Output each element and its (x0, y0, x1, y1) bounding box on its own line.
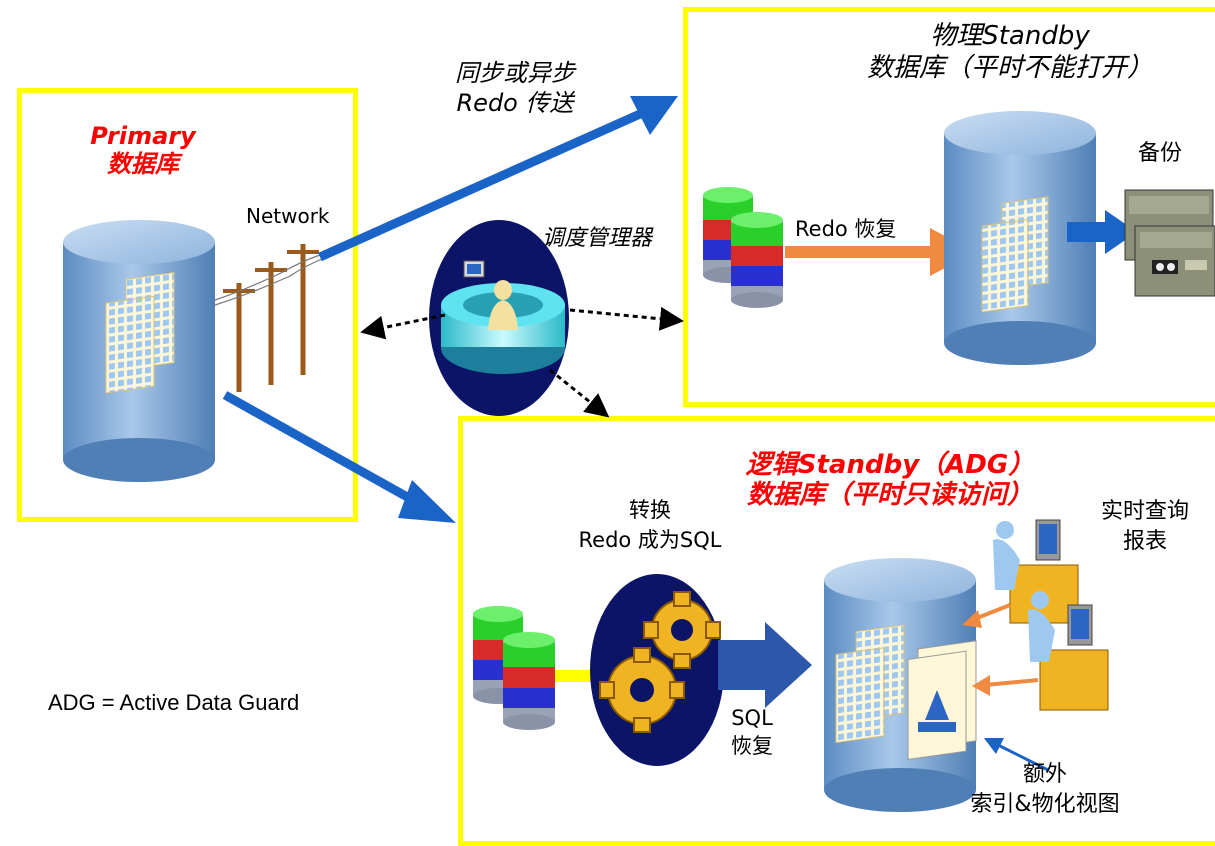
primary-data-pages-icon (105, 271, 175, 394)
physical-standby-title: 物理Standby 数据库（平时不能打开） (820, 20, 1200, 84)
logical-standby-database-cylinder-icon (824, 558, 977, 812)
sql-apply-arrow (718, 622, 812, 708)
adg-footnote: ADG = Active Data Guard (48, 690, 300, 715)
primary-title: Primary 数据库 (88, 122, 198, 178)
backup-arrow (1067, 210, 1137, 254)
physical-standby-frame (683, 7, 1215, 407)
redo-transport-arrow (318, 96, 678, 262)
query-arrows (962, 603, 1039, 696)
physical-standby-database-cylinder-icon (944, 111, 1096, 365)
transport-label-line1: 同步或异步 (455, 59, 575, 87)
redo-apply-label: Redo 恢复 (795, 217, 897, 241)
convert-label-line1: 转换 (629, 498, 671, 522)
query-report-label-line2: 报表 (1122, 529, 1167, 554)
dispatcher-link-arrows (360, 306, 684, 418)
redo-transport-arrow-logical (222, 391, 456, 523)
physical-redo-log-stack-icon (703, 187, 783, 308)
workstation-user-icon-2 (1028, 591, 1109, 711)
tape-backup-icon (1124, 189, 1215, 297)
extra-index-label-line1: 额外 (1022, 762, 1067, 787)
physical-standby-title-line1: 物理Standby (930, 21, 1090, 51)
logical-standby-title-line2: 数据库（平时只读访问） (746, 480, 1033, 510)
convert-label: 转换 Redo 成为SQL (550, 495, 750, 555)
query-report-label-line1: 实时查询 (1100, 499, 1189, 524)
document-page-icon (907, 640, 977, 760)
sql-apply-label: SQL 恢复 (722, 704, 782, 760)
sql-apply-label-line1: SQL (731, 706, 773, 730)
logical-redo-log-stack-icon (473, 606, 555, 730)
dispatcher-console-icon (429, 220, 569, 416)
gear-icon (590, 574, 724, 766)
telephone-pole-icon (214, 244, 323, 392)
extra-index-label-line2: 索引&物化视图 (970, 792, 1120, 817)
sql-apply-label-line2: 恢复 (731, 734, 773, 758)
query-report-label: 实时查询 报表 (1085, 497, 1205, 557)
transport-label: 同步或异步 Redo 传送 (430, 58, 600, 118)
logical-standby-title: 逻辑Standby（ADG） 数据库（平时只读访问） (700, 450, 1080, 510)
extra-index-arrow (983, 737, 1049, 772)
extra-index-label: 额外 索引&物化视图 (940, 760, 1150, 820)
primary-title-line2: 数据库 (107, 150, 179, 178)
scheduler-label: 调度管理器 (542, 226, 653, 251)
primary-title-line1: Primary (90, 122, 196, 150)
convert-label-line2: Redo 成为SQL (578, 528, 722, 552)
logical-standby-title-line1: 逻辑Standby（ADG） (745, 450, 1035, 480)
backup-label: 备份 (1138, 141, 1183, 166)
primary-database-cylinder-icon (63, 220, 215, 482)
transport-label-line2: Redo 传送 (456, 89, 574, 117)
network-label: Network (246, 204, 330, 228)
physical-standby-title-line2: 数据库（平时不能打开） (866, 53, 1153, 83)
primary-frame (17, 88, 358, 522)
